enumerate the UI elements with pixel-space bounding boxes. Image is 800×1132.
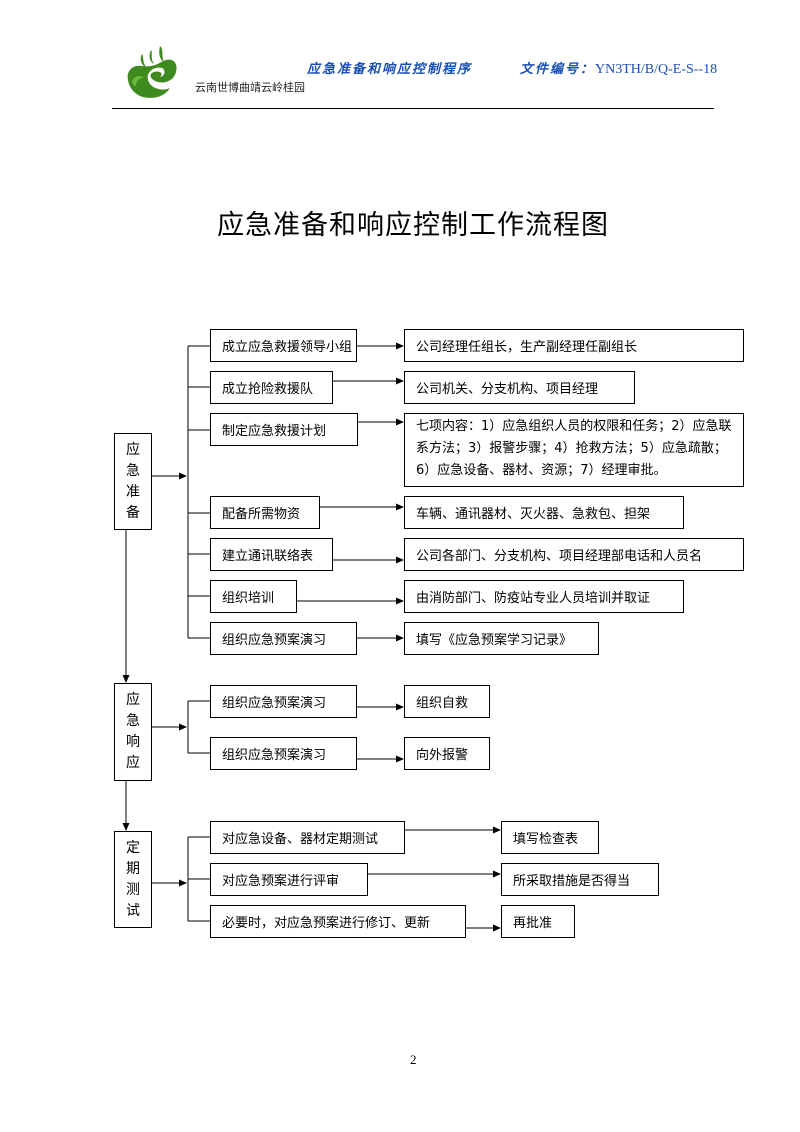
respond-detail-1: 组织自救 — [404, 685, 490, 718]
prepare-action-1: 成立应急救援领导小组 — [210, 329, 357, 362]
prepare-detail-5: 公司各部门、分支机构、项目经理部电话和人员名 — [404, 538, 744, 571]
prepare-action-5: 建立通讯联络表 — [210, 538, 333, 571]
prepare-detail-1: 公司经理任组长，生产副经理任副组长 — [404, 329, 744, 362]
respond-detail-2: 向外报警 — [404, 737, 490, 770]
prepare-detail-3: 七项内容：1）应急组织人员的权限和任务；2）应急联系方法；3）报警步骤；4）抢救… — [404, 413, 744, 487]
page-number: 2 — [410, 1052, 417, 1067]
prepare-detail-4: 车辆、通讯器材、灭火器、急救包、担架 — [404, 496, 684, 529]
company-logo — [120, 42, 182, 104]
program-title: 应急准备和响应控制程序 — [307, 62, 473, 77]
respond-action-1: 组织应急预案演习 — [210, 685, 357, 718]
prepare-action-4: 配备所需物资 — [210, 496, 320, 529]
prepare-detail-7: 填写《应急预案学习记录》 — [404, 622, 599, 655]
test-action-2: 对应急预案进行评审 — [210, 863, 368, 896]
doc-number-value: YN3TH/B/Q-E-S--18 — [595, 62, 718, 77]
prepare-action-7: 组织应急预案演习 — [210, 622, 357, 655]
test-detail-3: 再批准 — [501, 905, 575, 938]
test-action-1: 对应急设备、器材定期测试 — [210, 821, 405, 854]
doc-number: 文件编号：YN3TH/B/Q-E-S--18 — [520, 58, 717, 78]
respond-action-2: 组织应急预案演习 — [210, 737, 357, 770]
phase-test-label: 定期测试 — [126, 840, 140, 919]
test-detail-1: 填写检查表 — [501, 821, 599, 854]
test-action-3: 必要时，对应急预案进行修订、更新 — [210, 905, 466, 938]
phase-respond-label: 应急响应 — [126, 692, 140, 771]
page-title: 应急准备和响应控制工作流程图 — [217, 210, 609, 241]
prepare-action-2: 成立抢险救援队 — [210, 371, 333, 404]
phase-respond: 应急响应 — [114, 683, 152, 781]
prepare-detail-2: 公司机关、分支机构、项目经理 — [404, 371, 635, 404]
green-swirl-logo-icon — [127, 46, 177, 98]
prepare-action-6: 组织培训 — [210, 580, 297, 613]
header-divider — [112, 108, 714, 109]
prepare-detail-6: 由消防部门、防疫站专业人员培训并取证 — [404, 580, 684, 613]
doc-number-label: 文件编号： — [520, 62, 596, 77]
prepare-action-3: 制定应急救援计划 — [210, 413, 358, 446]
phase-prepare-label: 应急准备 — [126, 442, 140, 521]
phase-test: 定期测试 — [114, 831, 152, 928]
phase-prepare: 应急准备 — [114, 433, 152, 530]
test-detail-2: 所采取措施是否得当 — [501, 863, 659, 896]
company-name: 云南世博曲靖云岭桂园 — [195, 81, 305, 94]
